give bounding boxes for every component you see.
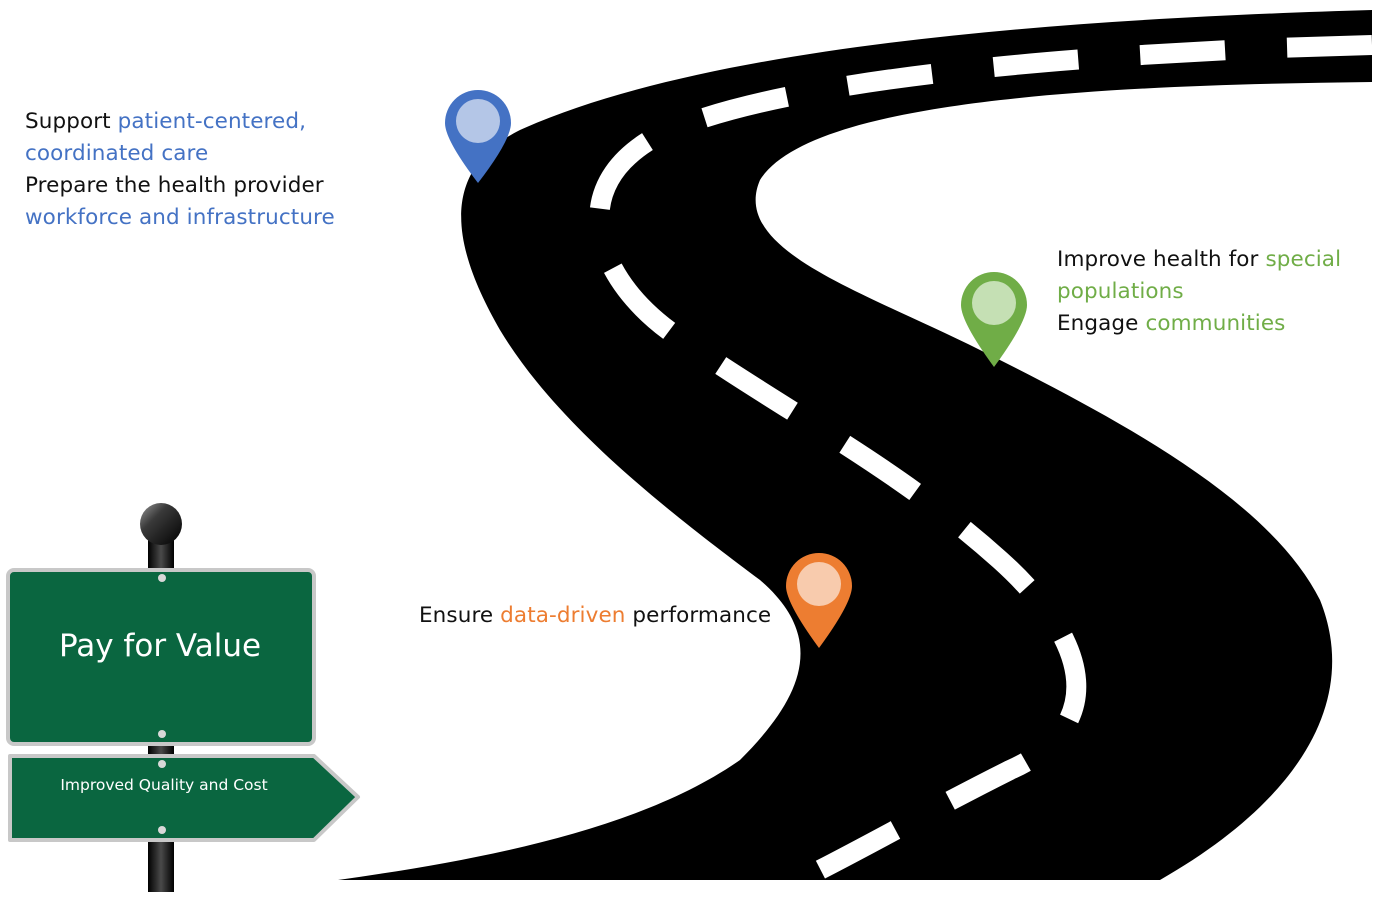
sign-main-board bbox=[6, 568, 316, 746]
green-note-line-3-highlight: communities bbox=[1145, 311, 1286, 336]
green-note-line-3-plain: Engage bbox=[1057, 311, 1146, 336]
sign-pole-cap bbox=[140, 503, 182, 545]
sign-arrow-board bbox=[8, 754, 360, 842]
map-pin-blue-icon bbox=[445, 90, 511, 183]
blue-note-line-4: workforce and infrastructure bbox=[25, 205, 335, 230]
green-note-line-1-highlight: special bbox=[1265, 247, 1342, 272]
blue-note-line-1: Support patient-centered, bbox=[25, 106, 335, 138]
orange-note-plain-after: performance bbox=[625, 603, 772, 628]
green-milestone-text: Improve health for special populations E… bbox=[1057, 244, 1341, 340]
green-note-line-1-plain: Improve health for bbox=[1057, 247, 1266, 272]
map-pin-green-icon bbox=[961, 272, 1027, 367]
map-pin-orange-icon bbox=[786, 553, 852, 648]
sign-arrow-label: Improved Quality and Cost bbox=[60, 776, 268, 794]
orange-note-highlight: data-driven bbox=[500, 603, 626, 628]
blue-milestone-text: Support patient-centered, coordinated ca… bbox=[25, 106, 335, 234]
orange-milestone-text: Ensure data-driven performance bbox=[419, 600, 771, 632]
road-sign-post-icon bbox=[6, 503, 360, 892]
blue-note-line-1-highlight: patient-centered, bbox=[117, 109, 307, 134]
blue-note-line-3: Prepare the health provider bbox=[25, 173, 324, 198]
winding-road bbox=[338, 10, 1373, 889]
green-note-line-3: Engage communities bbox=[1057, 308, 1341, 340]
green-note-line-1: Improve health for special bbox=[1057, 244, 1341, 276]
blue-note-line-2: coordinated care bbox=[25, 141, 209, 166]
sign-main-label: Pay for Value bbox=[58, 628, 262, 664]
blue-note-line-1-plain: Support bbox=[25, 109, 118, 134]
green-note-line-2: populations bbox=[1057, 279, 1184, 304]
orange-note-plain-before: Ensure bbox=[419, 603, 501, 628]
road-centerline bbox=[589, 35, 1373, 889]
